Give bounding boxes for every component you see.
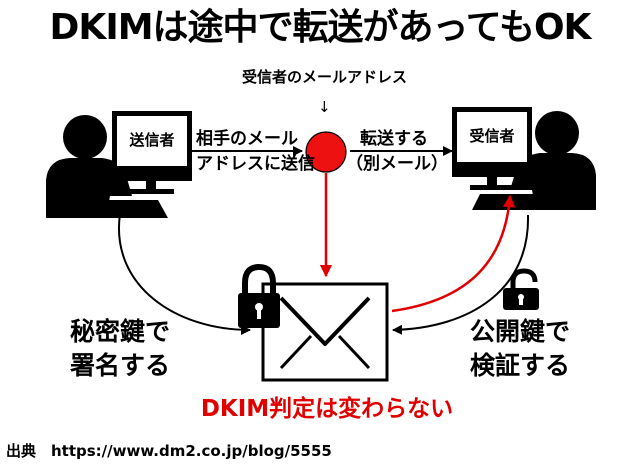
sender-keyboard-icon xyxy=(94,200,168,218)
receiver-figure xyxy=(452,107,596,210)
sender-screen xyxy=(117,116,187,166)
sender-head-icon xyxy=(63,115,107,159)
receiver-label: 受信者 xyxy=(469,127,515,145)
deliver-curve-arrow xyxy=(391,194,516,313)
forward-arrow-label-line2: （別メール） xyxy=(346,154,448,174)
envelope-icon xyxy=(261,282,389,382)
source-citation: 出典 https://www.dm2.co.jp/blog/5555 xyxy=(6,442,332,460)
relay-caption: 受信者のメールアドレス xyxy=(242,68,408,86)
sender-figure xyxy=(46,111,192,218)
page-title: DKIMは途中で転送があってもOK xyxy=(49,7,592,48)
forward-arrow-label-line1: 転送する xyxy=(360,129,428,149)
verify-action-line1: 公開鍵で xyxy=(469,317,570,346)
verify-action-line2: 検証する xyxy=(469,351,570,380)
sender-monitor-stand xyxy=(146,181,156,190)
verify-curve-arrow xyxy=(392,214,530,335)
relay-node-icon xyxy=(305,131,347,173)
send-arrow-label-line1: 相手のメール xyxy=(196,129,298,149)
receiver-monitor-stand xyxy=(487,177,497,186)
send-arrow-label-line2: アドレスに送信 xyxy=(196,154,315,174)
sender-label: 送信者 xyxy=(129,131,175,149)
dkim-result-text: DKIM判定は変わらない xyxy=(200,396,454,422)
sign-action-line2: 署名する xyxy=(69,351,170,380)
sign-action-line1: 秘密鍵で xyxy=(69,317,170,346)
relay-pointer-arrow: ↓ xyxy=(318,98,331,116)
sign-curve-arrow xyxy=(117,213,251,335)
sender-body-icon xyxy=(46,158,132,218)
receiver-head-icon xyxy=(535,111,579,155)
padlock-open-icon xyxy=(503,268,539,310)
padlock-closed-icon xyxy=(238,263,280,328)
receiver-screen xyxy=(457,112,527,162)
sender-monitor-base xyxy=(130,189,174,194)
receiver-monitor-base xyxy=(470,185,514,190)
